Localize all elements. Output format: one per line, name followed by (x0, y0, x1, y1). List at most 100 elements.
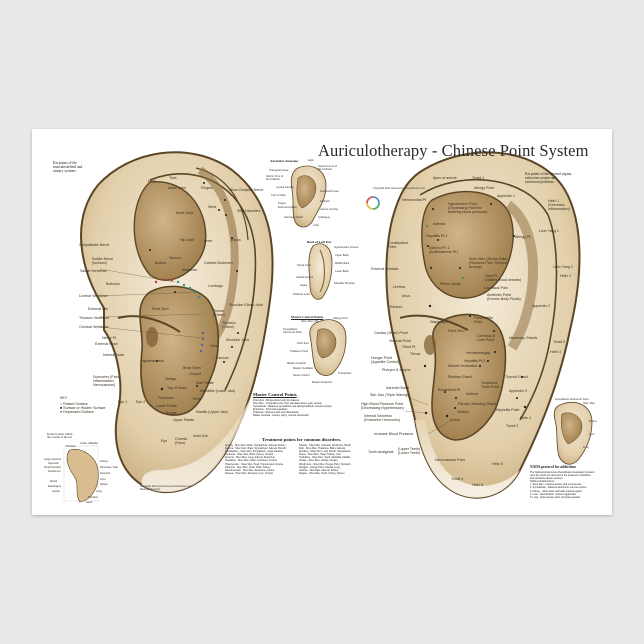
nada-liver: Liver (589, 433, 595, 436)
label-brain-stem: Brain Stem (183, 366, 201, 370)
r-label-point-zero: Point Zero (448, 329, 465, 333)
label-maxilla: Maxilla (Upper Jaw) (196, 410, 228, 414)
r-label-cirrhosis: Cirrhosis of Liver Point (477, 334, 496, 342)
r-label-allergy-pt: Allergy Pt. (515, 235, 532, 239)
label-point-zero: Point Zero (152, 307, 169, 311)
right-ear-note: Ear points of the internal organs, endoc… (525, 172, 573, 185)
label-fingers: Fingers (201, 186, 213, 190)
r-label-nephritis: Nephritis Point (496, 408, 520, 412)
label-toes: Toes (169, 176, 177, 180)
label-outside-abdomen: Outside Abdomen (204, 261, 233, 265)
r-label-adrenal: Adrenal Gland (386, 386, 409, 390)
inset-cardia: Cardia (52, 490, 60, 493)
anatomy-superior-crus: Superior Crus of the Antihelix (318, 165, 337, 171)
r-label-liver-yang-1: Liver Yang 1 (539, 229, 559, 233)
label-knee: Knee (204, 239, 213, 243)
master-point-zero: Point Zero (297, 342, 309, 345)
r-label-helix-5: Helix 5 (492, 462, 503, 466)
label-sacrum: Sacrum (169, 256, 182, 260)
r-label-appendix-3: Appendix 3 (509, 389, 527, 393)
anatomy-title: Auricular Anatomy (270, 159, 299, 163)
r-label-external-genitals: External Genitals (371, 267, 399, 271)
r-label-pituitary: Pituitary Gland (448, 375, 472, 379)
inset-small-intestine: Small Intestine (44, 466, 62, 469)
label-buttocks: Buttocks (106, 282, 120, 286)
anatomy-external-auditory: External Auditory (278, 206, 298, 209)
label-tongue: Tongue (165, 411, 177, 415)
anatomy-inferior-crus: Inferior Crus of the Antihelix (266, 175, 284, 181)
anatomy-scaphoid-fossa: Scaphoid Fossa (320, 190, 339, 193)
anatomy-crus-of-helix: Crus of Helix (271, 194, 286, 197)
inset-ureter: Ureter / Bladder (80, 442, 99, 445)
r-label-pancreatitis: Pancreatitis Point (474, 316, 493, 324)
brand-logo (366, 196, 380, 210)
label-heel: Heel (148, 179, 156, 183)
master-cerebral: Master Cerebral (287, 362, 306, 365)
r-label-appendix-1: Appendix 1 (497, 194, 515, 198)
master-oscillation: Master Oscillation (293, 367, 314, 370)
label-lumbago: Lumbago (208, 284, 223, 288)
back-posterior-lobe: Posterior Lobe (293, 293, 310, 296)
r-label-internal-secretion: Internal Secretion (Endocrine Hormones) (364, 414, 401, 422)
r-label-tonsil-3: Tonsil 3 (506, 424, 519, 428)
inset-duodenum: Duodenum (48, 470, 61, 473)
r-label-toothache: Toothache Tooth Point (481, 381, 499, 389)
label-forehead: Forehead (158, 396, 174, 400)
r-label-helix-1: Helix 1 (Decrease Inflammation) (548, 199, 570, 211)
r-label-hunger-point: Hunger Point (Appetite Control) (371, 356, 400, 364)
label-nerve-pt: Nerve Pt. (102, 336, 117, 340)
back-lower-back: Lower Back (335, 270, 349, 273)
back-vagus: Vagus (300, 284, 308, 287)
anatomy-cavum-concha: Cavum Concha (320, 208, 338, 211)
r-label-heat-pt: Heat Pt. (Dilates blood vessels) (485, 274, 522, 282)
master-allergy: Allergy Point (333, 317, 348, 320)
inset-kidney: Kidney (100, 460, 108, 463)
r-label-helix-6: Helix 6 (472, 483, 483, 487)
key-depressed: ● Depressed Surface (60, 410, 94, 414)
label-teeth: Teeth (192, 397, 201, 401)
inset-prostate: Prostate (66, 445, 76, 448)
r-label-increase-bp: Increase Blood Pressure (374, 432, 414, 436)
master-text-title: Master Control Points (253, 392, 297, 397)
label-shoulder-joint: Shoulder Joint (226, 338, 249, 342)
key-surface: ■ Surface or Hidden Surface (60, 406, 106, 410)
inset-trachea: Trachea (88, 496, 98, 499)
label-elbow: Elbow (231, 238, 241, 242)
r-label-tonsil-1: Tonsil 1 (472, 176, 485, 180)
nada-sympathetic: Sympathetic Autonomic Point (555, 398, 589, 401)
label-eye: Eye (161, 439, 168, 443)
master-shen-men: Shen Men (28) (301, 320, 319, 323)
back-hypertension-groove: Hypertension Groove (334, 246, 359, 249)
label-upper-palate: Upper Palate (173, 418, 194, 422)
treatment-col-1: Anxiety - Shen Men, Brain, Sympathetic, … (225, 444, 287, 475)
anatomy-antihelix: Antihelix (320, 200, 330, 203)
left-ear-note: Ear points of the musculoskeletal and ur… (53, 161, 83, 174)
nada-shen-men: Shen Men (583, 402, 595, 405)
label-soft-palate: Soft Palate (196, 381, 214, 385)
anatomy-mini-ear (290, 165, 327, 228)
label-eye-1: Eye 1 (118, 400, 128, 404)
anatomy-lobe: Lobe (313, 224, 319, 227)
label-thoracic-vertebrae: Thoracic Vertebrae (79, 316, 110, 320)
r-label-low-back-pain: Low Back Pain (484, 286, 508, 290)
key-raised: ○ Raised Surface (60, 402, 88, 406)
label-bulbus: Bulbus (155, 261, 166, 265)
r-label-thyroid: Thyroid Gland (505, 375, 528, 379)
label-inner-ear: Inner Ear (193, 434, 208, 438)
r-label-hepatitis-1: Hepatitis Pt.1 (426, 234, 448, 238)
label-hip-joint: Hip Joint (180, 238, 194, 242)
inset-pancreas: Pancreas / Gall (100, 466, 118, 469)
master-points-mini-ear (309, 319, 347, 376)
label-cervical-vertebrae: Cervical Vertebrae (79, 325, 109, 329)
r-label-tonsil-4: Tonsil 4 (451, 477, 464, 481)
copyright: Copyright 2014 www.AcupuncturePoster.com (373, 187, 426, 190)
r-label-constipation: Constipation Point (388, 241, 408, 249)
label-sacral-vertebrae: Sacral Vertebrae (80, 269, 107, 273)
concha-inset (63, 445, 99, 503)
inset-appendix: Appendix (48, 462, 59, 465)
master-stress-control: Stress Control (293, 374, 310, 377)
r-label-liver-yang-2: Liver Yang 2 (553, 265, 573, 269)
inset-spleen: Spleen (100, 483, 109, 486)
inset-liver: Liver (100, 478, 106, 481)
r-label-hematomegaly: Hematomegaly (466, 351, 491, 355)
